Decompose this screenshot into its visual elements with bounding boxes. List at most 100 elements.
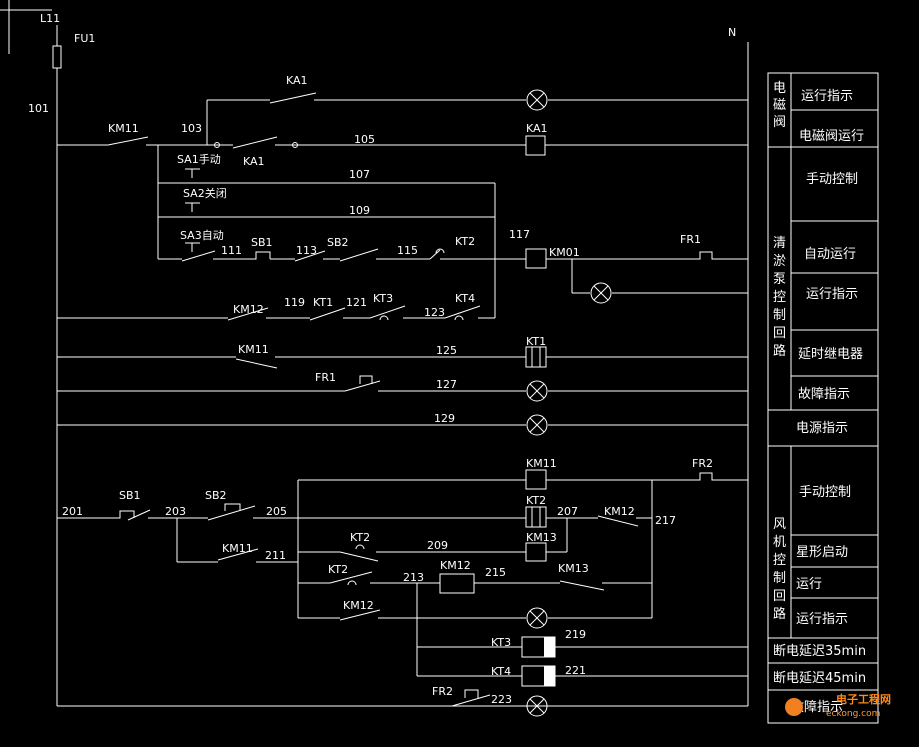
kt4-coil-fill	[544, 666, 555, 686]
lamp-cross	[529, 92, 545, 108]
label-119: 119	[284, 296, 305, 309]
label-sa1: SA1手动	[177, 152, 221, 166]
contact-ka1-lower	[232, 136, 278, 149]
contact-km12-618	[339, 609, 381, 621]
fan-run-lamp-icon	[526, 607, 548, 629]
label-fu1: FU1	[74, 32, 95, 45]
contact-km13-215	[559, 580, 605, 591]
label-ka1-mid: KA1	[243, 155, 265, 168]
watermark-logo-icon	[785, 698, 803, 716]
group-pump-c4: 控	[773, 290, 786, 305]
contact-km12-217	[597, 515, 639, 527]
contact-kt2-213	[329, 571, 373, 586]
fan-fault-lamp-icon	[526, 695, 548, 717]
group-fan-c6: 路	[773, 606, 786, 622]
power-lamp-icon	[526, 414, 548, 436]
label-km12-217: KM12	[604, 505, 635, 518]
contact-km11-103	[107, 136, 149, 146]
row-delay-35: 断电延迟35min	[773, 644, 866, 659]
group-valve-c2: 磁	[773, 98, 786, 113]
group-pump-c6: 回	[773, 326, 786, 341]
lamp-cross	[529, 610, 545, 626]
row-delay-45: 断电延迟45min	[773, 671, 866, 686]
row-run-indicator: 运行指示	[801, 89, 853, 104]
label-fr1-lower: FR1	[315, 371, 336, 384]
label-127: 127	[436, 378, 457, 391]
label-kt2-upper: KT2	[455, 235, 475, 248]
row-valve-run: 电磁阀运行	[799, 129, 864, 144]
function-table	[767, 72, 879, 724]
km12-coil	[439, 573, 475, 594]
label-l11: L11	[40, 12, 60, 25]
label-207: 207	[557, 505, 578, 518]
label-fr2-lower: FR2	[432, 685, 453, 698]
label-115: 115	[397, 244, 418, 257]
label-211: 211	[265, 549, 286, 562]
label-107: 107	[349, 168, 370, 181]
group-fan-c3: 控	[773, 553, 786, 568]
label-221: 221	[565, 664, 586, 677]
label-103: 103	[181, 122, 202, 135]
contact-kt1	[309, 307, 346, 321]
contact-km11-125	[235, 358, 278, 369]
label-sb1-fan: SB1	[119, 489, 141, 502]
row-delay-relay: 延时继电器	[798, 347, 863, 362]
label-215: 215	[485, 566, 506, 579]
junction-dot	[214, 142, 220, 148]
contact-fr2-lower	[451, 689, 491, 707]
watermark-text: 电子工程网	[836, 692, 891, 706]
label-kt3: KT3	[373, 292, 393, 305]
label-km13-215: KM13	[558, 562, 589, 575]
label-sb2-fan: SB2	[205, 489, 227, 502]
group-fan-c4: 制	[773, 571, 786, 586]
label-km12: KM12	[233, 303, 264, 316]
label-ka1-coil: KA1	[526, 122, 548, 135]
label-fr2-upper: FR2	[692, 457, 713, 470]
contact-sb1-arm	[294, 250, 326, 262]
sb1-fan-symbol	[112, 510, 135, 519]
label-113: 113	[296, 244, 317, 257]
valve-lamp-icon	[526, 89, 548, 111]
row-fault: 故障指示	[798, 387, 850, 402]
table-border	[767, 72, 879, 724]
km01-coil	[525, 248, 547, 269]
label-109: 109	[349, 204, 370, 217]
contact-kt3	[369, 305, 406, 321]
contact-km12	[227, 307, 269, 321]
group-fan-c5: 回	[773, 589, 786, 604]
group-valve-c1: 电	[773, 81, 786, 96]
label-km11-coil: KM11	[526, 457, 557, 470]
km11-coil	[525, 469, 547, 490]
label-n: N	[728, 26, 736, 39]
fault-lamp-icon	[526, 380, 548, 402]
lamp-cross	[529, 383, 545, 399]
label-km11-125: KM11	[238, 343, 269, 356]
kt3-coil-fill	[544, 637, 555, 657]
group-pump-c5: 制	[773, 308, 786, 323]
label-sa2: SA2关闭	[183, 186, 227, 200]
contact-km11-fan	[217, 548, 259, 561]
group-fan-c1: 风	[773, 517, 786, 532]
label-123: 123	[424, 306, 445, 319]
contact-ka1-upper	[269, 92, 317, 104]
row-fan-fault: 故障指示	[791, 700, 843, 715]
contact-kt2-upper	[429, 248, 445, 260]
label-101: 101	[28, 102, 49, 115]
label-223: 223	[491, 693, 512, 706]
contact-sb1	[250, 251, 271, 260]
run-lamp-icon	[590, 282, 612, 304]
label-219: 219	[565, 628, 586, 641]
label-213: 213	[403, 571, 424, 584]
row-star: 星形启动	[796, 545, 848, 560]
sb2-fan-symbol	[224, 503, 241, 511]
lamp-cross	[593, 285, 609, 301]
kt1-coil	[525, 346, 547, 368]
contact-sa3	[181, 250, 216, 262]
label-sb2: SB2	[327, 236, 349, 249]
lamp-cross	[529, 417, 545, 433]
row-auto: 自动运行	[804, 247, 856, 262]
group-pump-c3: 泵	[773, 272, 786, 287]
row-fan-manual: 手动控制	[799, 485, 851, 500]
